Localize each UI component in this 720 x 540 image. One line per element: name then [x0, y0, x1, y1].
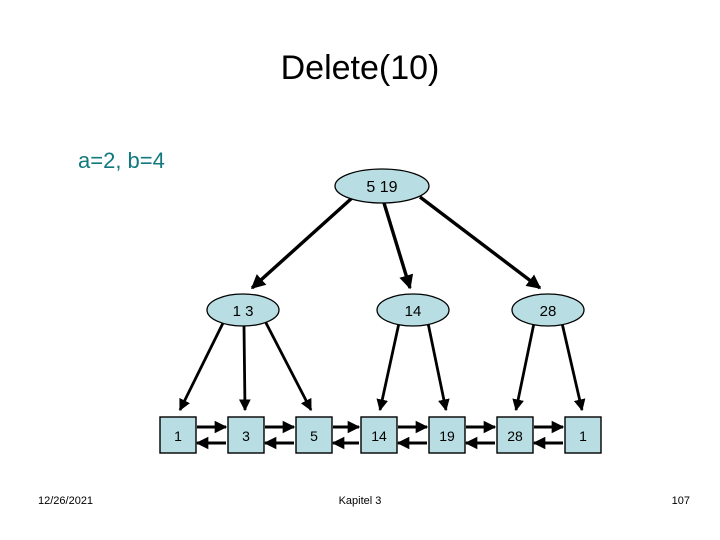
footer-chapter: Kapitel 3	[338, 495, 382, 507]
leaf-node-l7[interactable]: 1	[564, 416, 602, 454]
node-label: 28	[540, 303, 557, 320]
leaf-node-l5[interactable]: 19	[428, 416, 466, 454]
node-square	[227, 416, 265, 454]
node-label: 1 3	[233, 303, 254, 320]
leaf-node-l4[interactable]: 14	[360, 416, 398, 454]
leaf-node-l3[interactable]: 5	[295, 416, 333, 454]
edge-root-to-n2	[382, 202, 414, 290]
edge-n1-to-l1	[178, 320, 226, 412]
node-label: 1	[174, 428, 182, 444]
edge-n3-to-l6	[512, 322, 536, 412]
page-title: Delete(10)	[280, 49, 440, 87]
leaf-node-l6[interactable]: 28	[496, 416, 534, 454]
tree-edges-n1	[178, 320, 313, 412]
edge-n3-to-l7	[560, 322, 586, 412]
node-label: 19	[439, 428, 455, 444]
edge-root-to-n3	[418, 195, 542, 290]
edge-n1-to-l3	[263, 320, 313, 412]
tree-node-n3[interactable]: 28	[511, 293, 585, 327]
node-square	[428, 416, 466, 454]
tree-edges-n2	[376, 322, 450, 412]
node-label: 1	[579, 428, 587, 444]
node-ellipse	[511, 293, 585, 327]
node-label: 3	[242, 428, 250, 444]
tree-edges-n3	[512, 322, 586, 412]
edge-n1-to-l2	[238, 325, 251, 412]
node-ellipse	[334, 168, 430, 204]
node-square	[295, 416, 333, 454]
node-label: 14	[405, 303, 422, 320]
node-label: 5 19	[366, 179, 397, 196]
footer-date: 12/26/2021	[38, 495, 94, 507]
edge-n2-to-l5	[426, 322, 450, 412]
node-label: 28	[507, 428, 523, 444]
leaf-node-l1[interactable]: 1	[159, 416, 197, 454]
node-label: 14	[371, 428, 387, 444]
edge-root-to-n1	[250, 196, 354, 290]
node-square	[159, 416, 197, 454]
footer-page-number: 107	[671, 495, 690, 507]
node-square	[360, 416, 398, 454]
node-square	[496, 416, 534, 454]
leaf-node-l2[interactable]: 3	[227, 416, 265, 454]
node-ellipse	[206, 293, 280, 327]
tree-edges-root	[250, 195, 542, 290]
tree-node-n2[interactable]: 14	[376, 293, 450, 327]
tree-node-n1[interactable]: 1 3	[206, 293, 280, 327]
tree-node-root[interactable]: 5 19	[334, 168, 430, 204]
leaf-link-arrows	[195, 420, 565, 450]
edge-n2-to-l4	[376, 322, 401, 412]
parameters-label: a=2, b=4	[78, 148, 165, 173]
node-label: 5	[310, 428, 318, 444]
node-ellipse	[376, 293, 450, 327]
node-square	[564, 416, 602, 454]
